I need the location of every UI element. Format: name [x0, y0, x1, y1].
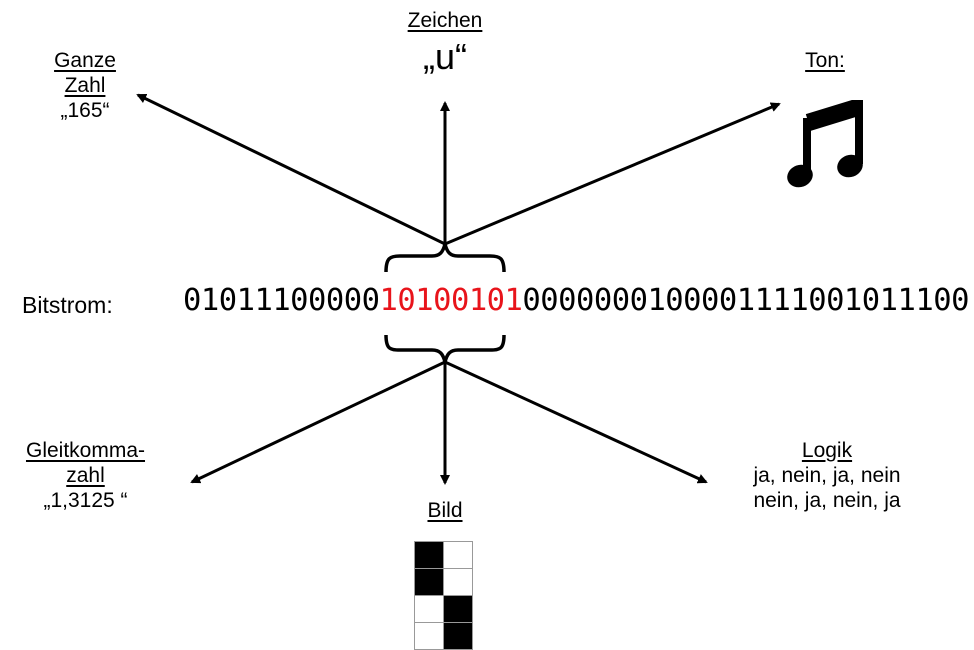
arrow-to-float — [190, 360, 446, 484]
music-note-icon — [787, 100, 863, 188]
pixel-cell — [414, 568, 444, 596]
bitstream-highlight: 10100101 — [379, 283, 523, 318]
float-value: „1,3125 “ — [43, 489, 128, 512]
char-title: Zeichen — [407, 9, 483, 32]
integer-title-line1: Ganze — [54, 49, 116, 72]
integer-title-line2: Zahl — [64, 74, 106, 97]
bitstream: 0101110000010100101000000010000111100101… — [183, 283, 969, 319]
pixel-cell — [443, 541, 473, 569]
pixel-cell — [414, 622, 444, 650]
image-title: Bild — [427, 499, 463, 522]
bitstream-suffix: 0000000100001111001011100 — [522, 283, 969, 318]
pixel-cell — [414, 595, 444, 623]
float-title-line2: zahl — [66, 464, 105, 487]
pixel-cell — [443, 568, 473, 596]
logic-title: Logik — [801, 439, 853, 462]
top-brace — [384, 243, 506, 273]
float-interpretation: Gleitkomma- zahl „1,3125 “ — [8, 438, 163, 513]
pixel-grid — [414, 541, 473, 650]
bitstream-prefix: 01011100000 — [183, 283, 380, 318]
sound-interpretation: Ton: — [790, 48, 860, 73]
logic-line1: ja, nein, ja, nein — [753, 464, 901, 487]
bitstream-label: Bitstrom: — [22, 292, 113, 318]
logic-interpretation: Logik ja, nein, ja, nein nein, ja, nein,… — [722, 438, 932, 513]
float-title-line1: Gleitkomma- — [25, 439, 146, 462]
sound-title: Ton: — [805, 49, 845, 72]
pixel-cell — [443, 622, 473, 650]
arrow-to-integer — [136, 93, 446, 246]
integer-value: „165“ — [60, 99, 110, 122]
bottom-brace — [384, 334, 506, 363]
char-interpretation: Zeichen „u“ — [385, 8, 505, 77]
char-value: „u“ — [423, 36, 467, 77]
image-interpretation: Bild — [405, 498, 485, 523]
integer-interpretation: Ganze Zahl „165“ — [40, 48, 130, 123]
arrow-to-logic — [444, 360, 708, 484]
pixel-cell — [414, 541, 444, 569]
pixel-cell — [443, 595, 473, 623]
logic-line2: nein, ja, nein, ja — [753, 489, 901, 512]
arrow-to-sound — [444, 102, 781, 246]
